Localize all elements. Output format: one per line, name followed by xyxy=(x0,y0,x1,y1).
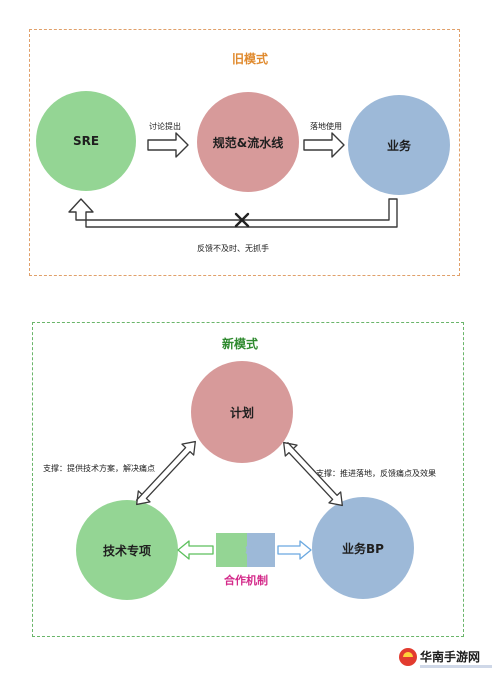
new-mode-title: 新模式 xyxy=(221,337,258,351)
puzzle-notch xyxy=(244,545,254,555)
label-discuss: 讨论提出 xyxy=(149,122,181,131)
label-cooperation: 合作机制 xyxy=(224,574,268,587)
node-business-bp-label: 业务BP xyxy=(342,541,384,556)
old-mode-panel xyxy=(29,29,460,276)
node-sre-label: SRE xyxy=(72,134,100,148)
watermark-logo xyxy=(399,648,492,668)
node-business: 业务 xyxy=(348,95,450,195)
node-plan: 计划 xyxy=(191,361,293,463)
cross-icon xyxy=(234,212,250,228)
old-mode-title: 旧模式 xyxy=(231,52,268,66)
node-tech-project-label: 技术专项 xyxy=(102,543,151,558)
node-tech-project: 技术专项 xyxy=(76,500,178,600)
node-norm-pipeline-label: 规范&流水线 xyxy=(212,135,284,150)
label-support-right: 支撑：推进落地，反馈痛点及效果 xyxy=(316,469,436,478)
node-plan-label: 计划 xyxy=(229,405,254,420)
node-business-bp: 业务BP xyxy=(312,497,414,599)
label-support-left: 支撑：提供技术方案，解决痛点 xyxy=(43,464,155,473)
puzzle-piece-green xyxy=(216,533,247,567)
arrow-sre-to-norm xyxy=(147,132,189,158)
node-business-label: 业务 xyxy=(386,138,411,153)
arrow-plan-bizbp xyxy=(283,441,343,507)
arrow-plan-tech xyxy=(135,440,196,506)
arrow-coop-to-tech xyxy=(177,540,214,560)
node-norm-pipeline: 规范&流水线 xyxy=(197,92,299,192)
arrow-coop-to-bizbp xyxy=(277,540,312,560)
watermark-text: 华南手游网 xyxy=(420,650,481,664)
label-land: 落地使用 xyxy=(310,122,342,131)
arrow-norm-to-business xyxy=(303,132,345,158)
node-sre: SRE xyxy=(36,91,136,191)
label-feedback: 反馈不及时、无抓手 xyxy=(197,244,269,253)
arrow-feedback-loop-shape xyxy=(68,198,398,228)
new-mode-panel xyxy=(32,322,464,637)
